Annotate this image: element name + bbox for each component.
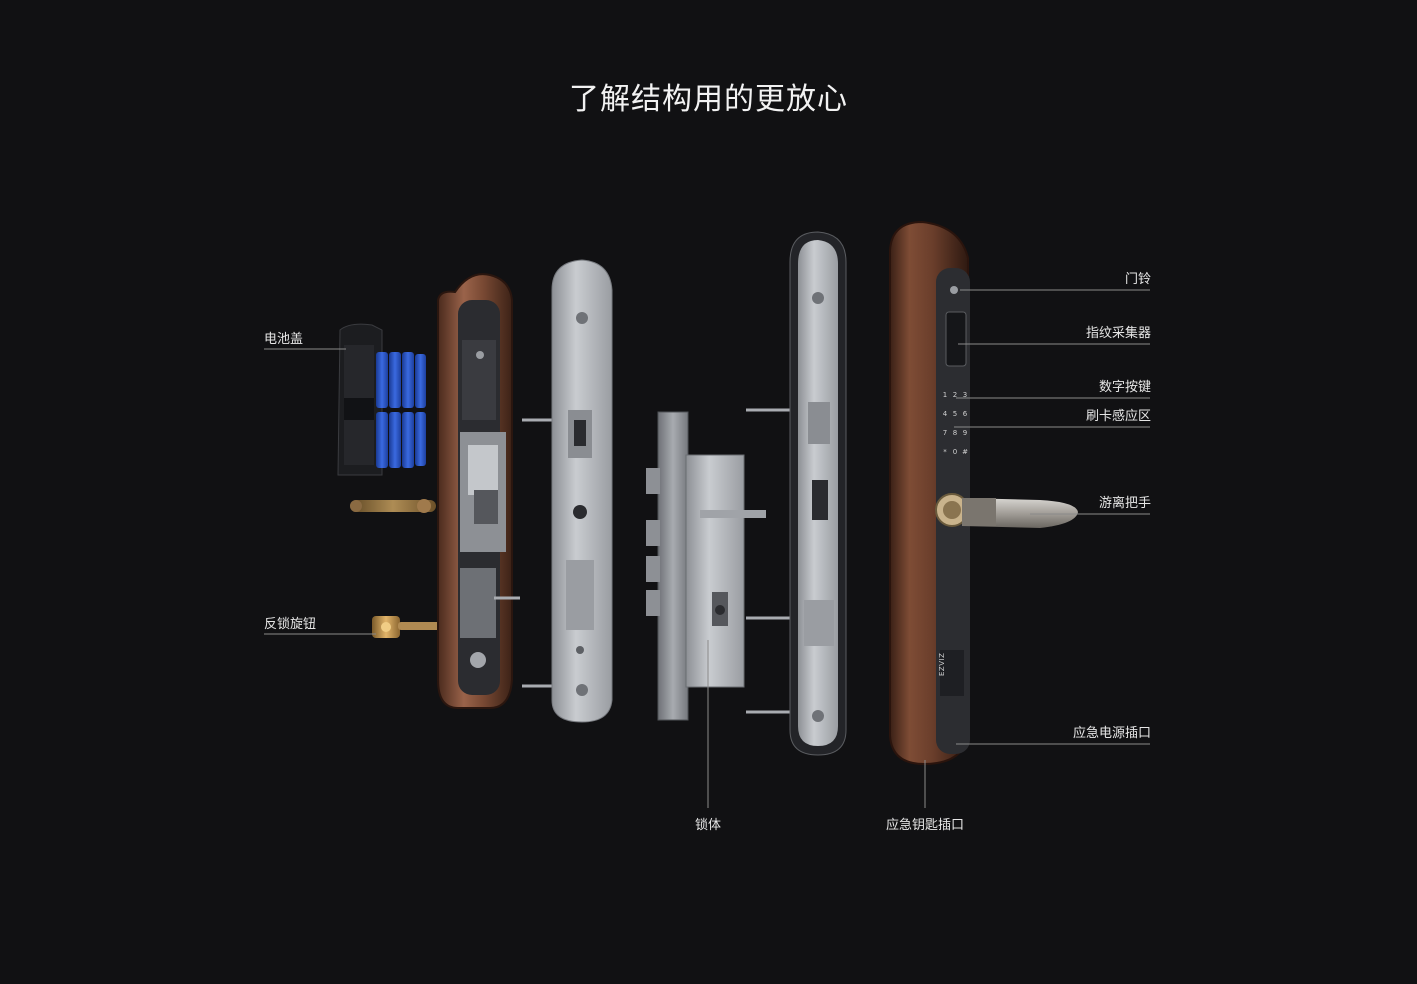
free-handle-part bbox=[935, 493, 1078, 528]
keypad-key: 1 bbox=[942, 391, 948, 399]
leader-lines bbox=[264, 289, 1150, 808]
keypad-key: 2 bbox=[952, 391, 958, 399]
keypad-key: # bbox=[962, 448, 968, 456]
keypad-key: 7 bbox=[942, 429, 948, 437]
lock-body-part bbox=[646, 411, 766, 721]
battery-pack bbox=[376, 352, 426, 468]
battery-cover-part bbox=[337, 323, 383, 476]
label-number-keys: 数字按键 bbox=[1098, 380, 1151, 395]
label-doorbell: 门铃 bbox=[1124, 272, 1151, 287]
label-reverse-lock-knob: 反锁旋钮 bbox=[264, 617, 317, 632]
doorbell-icon bbox=[950, 286, 958, 294]
front-panel bbox=[889, 220, 970, 766]
label-emergency-key-slot: 应急钥匙插口 bbox=[885, 818, 964, 833]
mounting-pins-right bbox=[746, 408, 798, 714]
label-battery-cover: 电池盖 bbox=[264, 332, 304, 347]
reverse-lock-knob-part bbox=[372, 616, 448, 638]
keypad-key: 6 bbox=[962, 410, 968, 418]
keypad-key: 5 bbox=[952, 410, 958, 418]
fingerprint-sensor bbox=[945, 311, 967, 367]
rear-housing bbox=[437, 273, 513, 709]
keypad-key: * bbox=[943, 448, 947, 456]
keypad-key: 3 bbox=[962, 391, 968, 399]
keypad-key: 9 bbox=[962, 429, 968, 437]
label-emergency-power-port: 应急电源插口 bbox=[1072, 726, 1151, 741]
keypad-key: 8 bbox=[952, 429, 958, 437]
label-lock-body: 锁体 bbox=[694, 818, 721, 833]
keypad-key: 4 bbox=[942, 410, 948, 418]
label-free-handle: 游离把手 bbox=[1098, 496, 1151, 511]
brand-logo: EZVIZ bbox=[938, 652, 946, 676]
label-card-sensing-area: 刷卡感应区 bbox=[1085, 409, 1151, 424]
front-mounting-plate bbox=[789, 231, 847, 756]
keypad-key: 0 bbox=[952, 448, 958, 456]
inner-handle-spindle bbox=[350, 499, 436, 513]
label-fingerprint-collector: 指纹采集器 bbox=[1085, 326, 1151, 341]
page-title: 了解结构用的更放心 bbox=[569, 82, 848, 117]
rear-mounting-plate bbox=[551, 259, 613, 723]
